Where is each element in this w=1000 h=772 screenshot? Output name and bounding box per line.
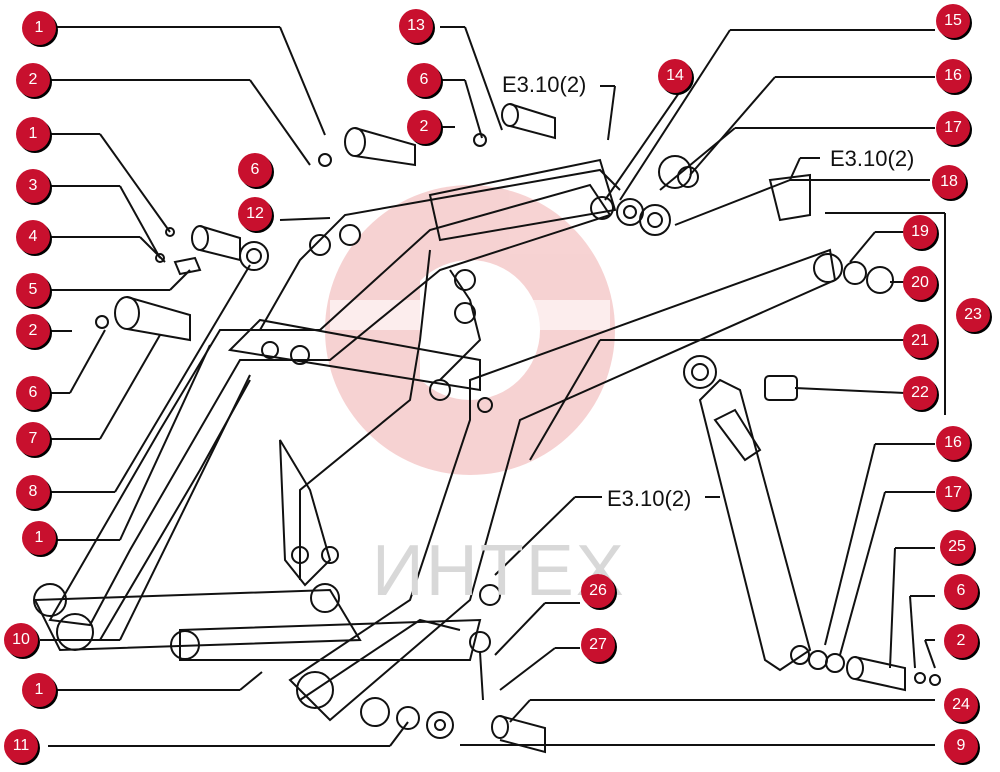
callout-badge: 2	[407, 110, 441, 144]
callout-badge: 17	[936, 111, 970, 145]
callout-badge: 10	[4, 623, 38, 657]
callout-badge: 1	[22, 673, 56, 707]
callout-badge: 13	[399, 9, 433, 43]
callout-badge: 6	[407, 63, 441, 97]
callout-badge: 19	[903, 215, 937, 249]
callout-badge: 2	[944, 624, 978, 658]
callout-badge: 15	[936, 4, 970, 38]
callout-badge: 16	[936, 426, 970, 460]
callout-badge: 18	[932, 165, 966, 199]
linework	[33, 26, 946, 754]
callout-badge: 7	[16, 422, 50, 456]
callout-badge: 1	[22, 521, 56, 555]
callout-badge: 2	[16, 314, 50, 348]
watermark-logo	[325, 185, 615, 475]
callout-badge: 6	[944, 574, 978, 608]
callout-badge: 22	[903, 376, 937, 410]
reference-label: E3.10(2)	[830, 146, 915, 171]
callout-badge: 27	[581, 628, 615, 662]
callout-badge: 5	[16, 273, 50, 307]
callout-badge: 11	[4, 729, 38, 763]
callout-badge: 14	[658, 59, 692, 93]
reference-label: E3.10(2)	[502, 72, 587, 97]
callout-badge: 25	[940, 530, 974, 564]
callout-badge: 20	[903, 266, 937, 300]
callout-badge: 8	[16, 475, 50, 509]
callout-badge: 12	[238, 197, 272, 231]
callout-badge: 2	[16, 63, 50, 97]
callout-badge: 6	[238, 153, 272, 187]
callout-badge: 3	[16, 169, 50, 203]
callout-badge: 16	[936, 59, 970, 93]
callout-badge: 4	[16, 220, 50, 254]
callout-badge: 17	[936, 476, 970, 510]
callout-badge: 21	[903, 324, 937, 358]
callout-badge: 1	[22, 11, 56, 45]
callout-badge: 9	[944, 729, 978, 763]
callout-badge: 23	[956, 298, 990, 332]
callout-badge: 24	[944, 688, 978, 722]
reference-label: E3.10(2)	[607, 486, 692, 511]
callout-badge: 1	[16, 117, 50, 151]
callout-badge: 6	[16, 376, 50, 410]
callout-badge: 26	[581, 574, 615, 608]
